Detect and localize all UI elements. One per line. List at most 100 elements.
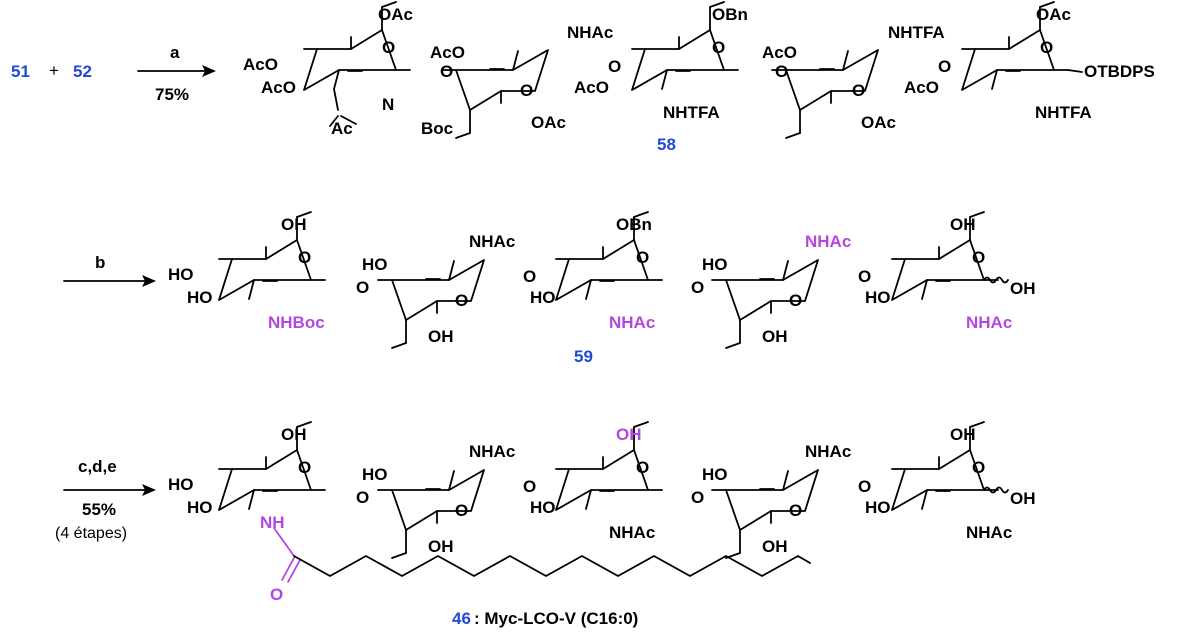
label-59-o-ring-2: O: [455, 291, 468, 310]
label-59-o-ring-4: O: [789, 291, 802, 310]
reactant-51: 51: [11, 62, 30, 81]
label-46-nhac-2: NHAc: [609, 523, 655, 542]
label-59-oh-3: OH: [762, 327, 788, 346]
label-58-o-ring-1: O: [382, 38, 395, 57]
label-58-n: N: [382, 95, 394, 114]
label-59-nhac-2: NHAc: [609, 313, 655, 332]
label-58-oac-3: OAc: [861, 113, 896, 132]
label-58-o-ring-2: O: [520, 81, 533, 100]
label-46-o-link-1: O: [356, 488, 369, 507]
label-59-nhac-1: NHAc: [469, 232, 515, 251]
plus-sign: +: [49, 61, 59, 80]
label-58-o-link-1: O: [440, 62, 453, 81]
label-46-oh-1: OH: [281, 425, 307, 444]
label-58-ac: Ac: [331, 119, 353, 138]
compound-46-number: 46: [452, 609, 471, 628]
label-46-oh-magenta: OH: [616, 425, 642, 444]
label-46-ho-6: HO: [865, 498, 891, 517]
label-59-o-ring-3: O: [636, 248, 649, 267]
label-59-nhboc: NHBoc: [268, 313, 325, 332]
label-46-o-ring-3: O: [636, 458, 649, 477]
label-59-ho-5: HO: [702, 255, 728, 274]
label-58-nhtfa-3: NHTFA: [1035, 103, 1092, 122]
reaction-arrow-cde: [63, 484, 156, 496]
label-46-ho-3: HO: [362, 465, 388, 484]
label-46-ho-2: HO: [187, 498, 213, 517]
label-59-o-link-2: O: [523, 267, 536, 286]
label-59-o-ring-1: O: [298, 248, 311, 267]
reagent-cde: c,d,e: [78, 457, 117, 476]
label-59-ho-2: HO: [187, 288, 213, 307]
label-46-o-ring-4: O: [789, 501, 802, 520]
label-59-o-link-3: O: [691, 278, 704, 297]
label-58-o-link-2: O: [608, 57, 621, 76]
label-46-oh-3: OH: [762, 537, 788, 556]
label-46-o-ring-1: O: [298, 458, 311, 477]
compound-59-structure: [218, 211, 1009, 349]
reagent-a: a: [170, 43, 180, 62]
label-58-o-ring-5: O: [1040, 38, 1053, 57]
label-58-aco-4: AcO: [574, 78, 609, 97]
label-59-o-link-1: O: [356, 278, 369, 297]
label-46-oh-2: OH: [428, 537, 454, 556]
label-46-nhac-1: NHAc: [469, 442, 515, 461]
reagent-b: b: [95, 253, 105, 272]
label-46-o-link-4: O: [858, 477, 871, 496]
label-59-oh-2: OH: [428, 327, 454, 346]
label-58-o-ring-3: O: [712, 38, 725, 57]
label-46-o-ring-5: O: [972, 458, 985, 477]
compound-46-structure: [218, 421, 1009, 583]
label-58-o-ring-4: O: [852, 81, 865, 100]
label-59-nhac-3: NHAc: [805, 232, 851, 251]
label-46-oh-5: OH: [1010, 489, 1036, 508]
label-58-oac-4: OAc: [1036, 5, 1071, 24]
label-58-obn: OBn: [712, 5, 748, 24]
label-46-oh-4: OH: [950, 425, 976, 444]
label-46-nh: NH: [260, 513, 285, 532]
label-59-obn: OBn: [616, 215, 652, 234]
label-58-aco-6: AcO: [904, 78, 939, 97]
label-59-oh-5: OH: [1010, 279, 1036, 298]
label-58-aco-1: AcO: [243, 55, 278, 74]
label-58-nhtfa-1: NHTFA: [663, 103, 720, 122]
compound-59-number: 59: [574, 347, 593, 366]
label-58-oac-2: OAc: [531, 113, 566, 132]
label-46-ho-1: HO: [168, 475, 194, 494]
label-59-nhac-4: NHAc: [966, 313, 1012, 332]
label-59-o-link-4: O: [858, 267, 871, 286]
yield-55: 55%: [82, 500, 116, 519]
label-59-ho-4: HO: [530, 288, 556, 307]
label-59-ho-6: HO: [865, 288, 891, 307]
label-59-oh-4: OH: [950, 215, 976, 234]
label-58-oac-1: OAc: [378, 5, 413, 24]
label-58-aco-5: AcO: [762, 43, 797, 62]
label-58-nhtfa-2: NHTFA: [888, 23, 945, 42]
label-46-nhac-3: NHAc: [805, 442, 851, 461]
reaction-arrow-b: [63, 275, 156, 287]
label-59-o-ring-5: O: [972, 248, 985, 267]
label-58-otbdps: OTBDPS: [1084, 62, 1155, 81]
label-46-o-link-3: O: [691, 488, 704, 507]
label-46-nhac-4: NHAc: [966, 523, 1012, 542]
compound-58-number: 58: [657, 135, 676, 154]
yield-75: 75%: [155, 85, 189, 104]
label-59-ho-3: HO: [362, 255, 388, 274]
label-58-boc: Boc: [421, 119, 453, 138]
label-58-aco-3: AcO: [430, 43, 465, 62]
label-58-nhac: NHAc: [567, 23, 613, 42]
label-46-ho-4: HO: [530, 498, 556, 517]
label-58-aco-2: AcO: [261, 78, 296, 97]
compound-46-name: : Myc-LCO-V (C16:0): [474, 609, 638, 628]
compound-58-structure: [303, 1, 1083, 139]
steps-note: (4 étapes): [55, 525, 127, 542]
label-59-ho-1: HO: [168, 265, 194, 284]
label-58-o-link-3: O: [775, 62, 788, 81]
label-46-o-link-2: O: [523, 477, 536, 496]
label-46-carbonyl-o: O: [270, 585, 283, 604]
reaction-arrow-a: [137, 65, 216, 77]
label-46-o-ring-2: O: [455, 501, 468, 520]
label-59-oh-1: OH: [281, 215, 307, 234]
label-58-o-link-4: O: [938, 57, 951, 76]
label-46-ho-5: HO: [702, 465, 728, 484]
